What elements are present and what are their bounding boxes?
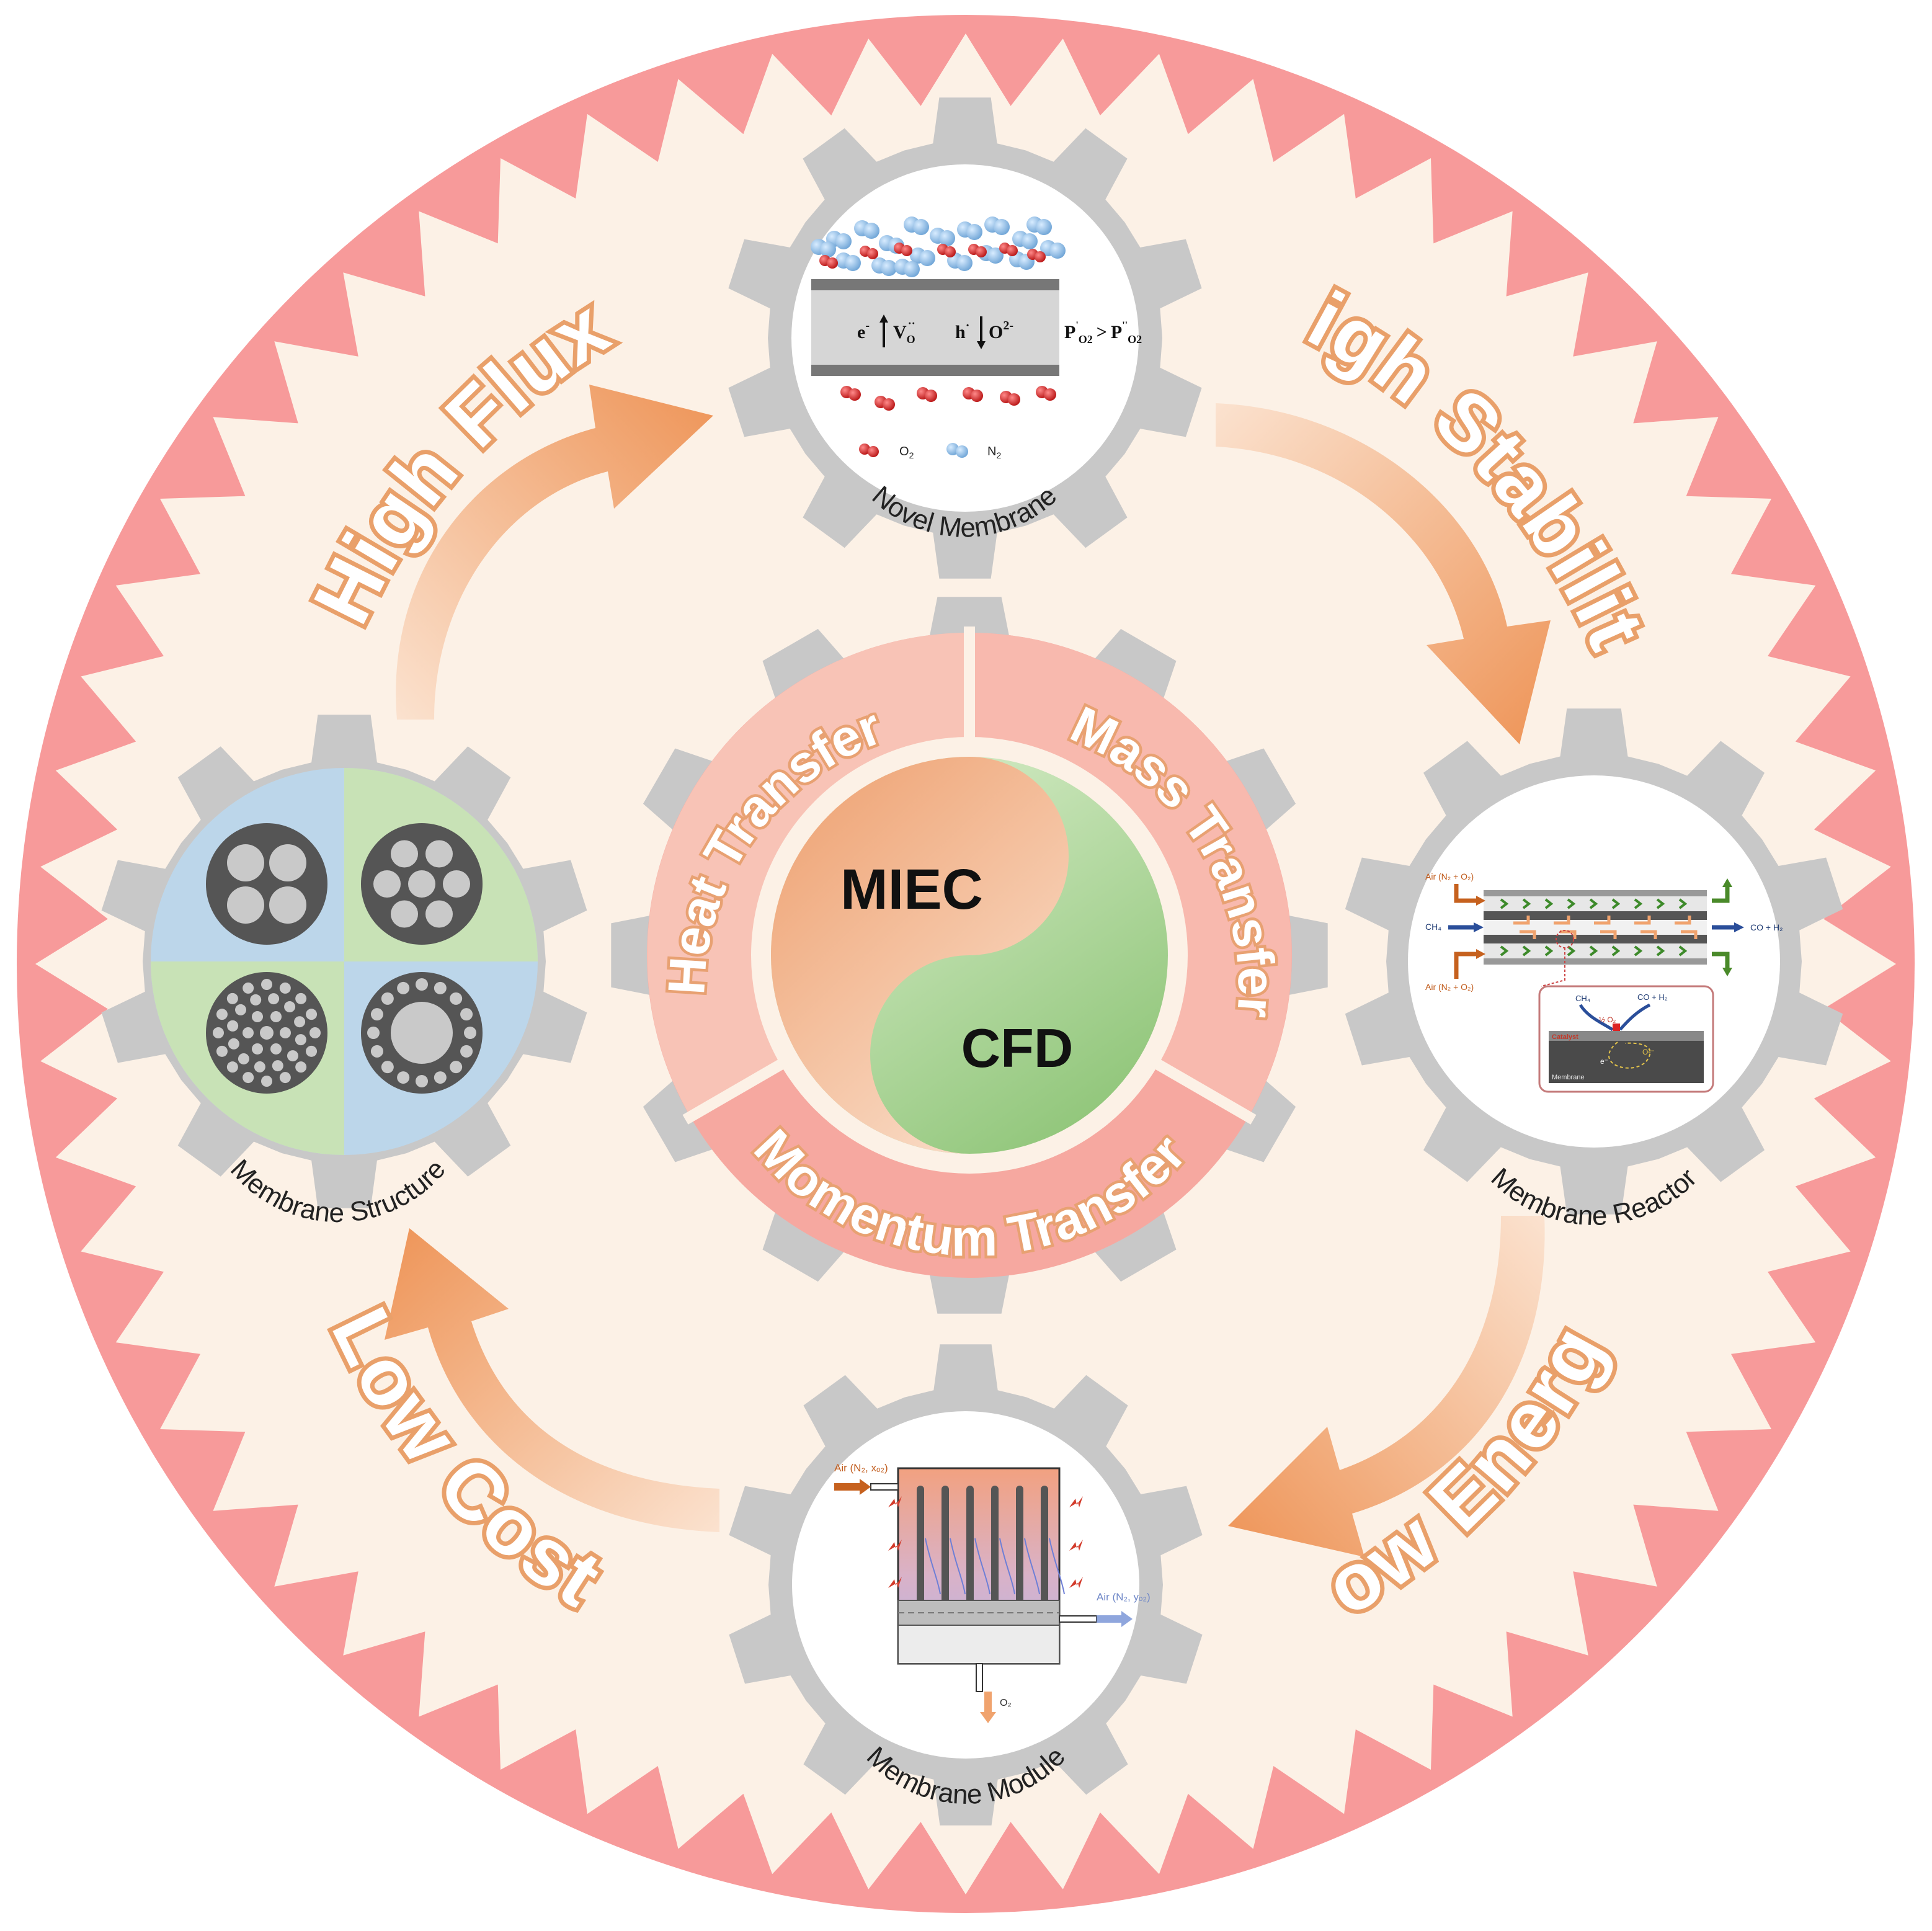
arrow-low-energy [1228, 1216, 1545, 1557]
module-inlet-pipe [870, 1483, 899, 1491]
reactor-inset-membrane-label: Membrane [1552, 1074, 1585, 1081]
module-heating-icons [888, 1496, 1083, 1588]
label-hole: h· [955, 319, 969, 342]
label-electron: e- [857, 319, 870, 342]
reactor-membrane-top [1484, 911, 1707, 920]
reactor-inset-membrane [1549, 1041, 1704, 1083]
heat-icon-4 [1069, 1496, 1083, 1507]
gear-membrane-structure: Membrane Structure [151, 768, 538, 1228]
module-air-out-label: Air (N₂, yₒ₂) [1097, 1591, 1151, 1603]
module-tube-4 [991, 1486, 999, 1603]
reactor-inset-reaction-site [1613, 1023, 1620, 1031]
reactor-depleted-top-arrow [1712, 884, 1730, 903]
legend-n2-label: N2 [987, 445, 1001, 460]
reactor-inset-catalyst [1549, 1031, 1704, 1041]
module-tube-3 [966, 1486, 974, 1603]
label-vacancy: VO·· [893, 317, 915, 346]
label-oxide: O2- [989, 319, 1013, 342]
reactor-product-label: CO + H₂ [1750, 922, 1783, 932]
module-tube-5 [1016, 1486, 1023, 1603]
reactor-inset-electron-label: e⁻ [1600, 1057, 1608, 1066]
reactor-inset-oxide-label: O²⁻ [1642, 1048, 1655, 1056]
center-label-miec: MIEC [840, 858, 983, 921]
center-label-cfd: CFD [961, 1017, 1074, 1079]
module-air-in-label: Air (N₂, xₒ₂) [834, 1462, 888, 1474]
reactor-air-top-arrow [1454, 884, 1479, 903]
label-pressure-relation: P'O2>P''O2 [1064, 320, 1142, 346]
module-permeate-pipe [976, 1663, 983, 1692]
heat-icon-5 [1069, 1540, 1083, 1551]
center-ring: MIEC CFD Heat Transfer Mass Transfer Mom… [647, 627, 1292, 1278]
reactor-tube-top-wall [1484, 890, 1707, 896]
cycle-arrows [385, 385, 1551, 1557]
module-permeate-chamber [897, 1625, 1060, 1664]
gas-molecules [811, 216, 1066, 411]
module-tube-2 [942, 1486, 949, 1603]
arrow-high-stability [1216, 403, 1551, 744]
arrow-up-head [879, 314, 888, 323]
membrane-bottom-layer [811, 365, 1059, 376]
reactor-inset-product-label: CO + H₂ [1637, 992, 1668, 1002]
module-outlet-pipe [1059, 1615, 1097, 1623]
legend-n2-marker [946, 443, 968, 458]
reactor-air-top-label: Air (N₂ + O₂) [1425, 872, 1474, 881]
reactor-inset-ch4-label: CH₄ [1575, 994, 1590, 1003]
arrow-down-head [977, 341, 986, 349]
structure-cross-section-1 [206, 823, 327, 945]
module-tube-6 [1041, 1486, 1048, 1603]
heat-icon-2 [888, 1540, 902, 1551]
legend-o2-marker [859, 444, 879, 457]
arrow-low-cost [385, 1228, 719, 1532]
reactor-depleted-bottom-arrow [1712, 952, 1730, 971]
yinyang-orange [771, 757, 1069, 1154]
reactor-inset-catalyst-label: Catalyst [1552, 1033, 1578, 1041]
membrane-bulk [811, 290, 1059, 365]
reactor-tube-bottom-wall [1484, 958, 1707, 965]
heat-icon-6 [1069, 1577, 1083, 1588]
module-tube-1 [917, 1486, 924, 1603]
module-tubes [917, 1486, 1065, 1603]
reactor-membrane-bottom [1484, 935, 1707, 943]
reactor-ch4-label: CH₄ [1425, 922, 1441, 932]
reactor-air-bottom-label: Air (N₂ + O₂) [1425, 982, 1474, 992]
heat-icon-1 [888, 1496, 902, 1507]
module-o2-label: O₂ [1000, 1698, 1012, 1708]
membrane-top-layer [811, 279, 1059, 290]
reactor-flow-chevrons [1500, 898, 1698, 957]
legend-o2-label: O2 [899, 445, 914, 460]
reactor-inset-half-o2-label: ½ O₂ [1599, 1015, 1616, 1024]
heat-icon-3 [888, 1577, 902, 1588]
arrow-high-flux [396, 385, 713, 720]
reactor-air-bottom-arrow [1454, 952, 1479, 979]
